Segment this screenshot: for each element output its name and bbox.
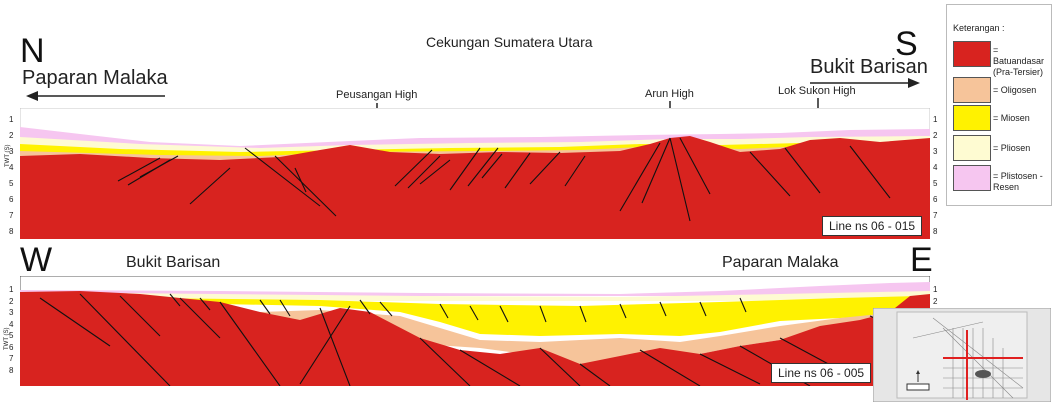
oligocene-swatch-icon	[953, 77, 991, 103]
diagram-title: Cekungan Sumatera Utara	[426, 34, 593, 50]
tick: 8	[933, 227, 938, 236]
tick: 3	[9, 308, 14, 317]
tick: 5	[9, 179, 14, 188]
tick: 2	[933, 296, 938, 306]
legend-label: = Plistosen - Resen	[993, 171, 1043, 192]
top-line-label: Line ns 06 - 015	[822, 216, 923, 236]
legend-item-miocene: = Miosen	[947, 105, 1051, 135]
basement-swatch-icon	[953, 41, 991, 67]
legend-item-pliocene: = Pliosen	[947, 135, 1051, 165]
right-direction-arrow-icon	[810, 78, 920, 88]
legend-label: = Batuandasar (Pra-Tersier)	[993, 45, 1045, 77]
peusangan-high-label: Peusangan High	[336, 89, 418, 101]
tick: 4	[933, 163, 938, 172]
bottom-basement-layer	[20, 291, 930, 386]
tick: 1	[933, 285, 938, 294]
location-map-inset	[873, 308, 1051, 402]
tick: 4	[9, 319, 14, 329]
bottom-pleistocene-layer	[20, 282, 930, 296]
south-label: S	[895, 25, 918, 63]
legend-item-oligocene: = Oligosen	[947, 77, 1051, 107]
top-basement-layer	[20, 136, 930, 239]
bottom-left-ticks: 1 2 3 4 5 6 7 8	[9, 284, 13, 376]
tick: 8	[9, 365, 14, 375]
pliocene-swatch-icon	[953, 135, 991, 161]
bottom-miocene-layer	[140, 296, 920, 336]
tick: 1	[933, 115, 938, 124]
legend-label: = Pliosen	[993, 143, 1031, 153]
tick: 6	[933, 195, 938, 204]
tick: 6	[9, 342, 14, 352]
top-right-ticks: 1 2 3 4 5 6 7 8	[933, 112, 937, 240]
legend: Keterangan : = Batuandasar (Pra-Tersier)…	[946, 4, 1052, 206]
tick: 7	[9, 354, 14, 363]
tick: 6	[9, 195, 14, 204]
tick: 3	[933, 147, 938, 156]
bottom-line-label: Line ns 06 - 005	[771, 363, 872, 383]
bottom-left-region: Bukit Barisan	[126, 254, 221, 271]
top-left-ticks: 1 2 3 4 5 6 7 8	[9, 112, 13, 240]
west-label: W	[20, 241, 53, 279]
bottom-oligocene-layer	[260, 310, 880, 366]
legend-label: = Oligosen	[993, 85, 1037, 95]
legend-title: Keterangan :	[953, 23, 1005, 33]
tick: 7	[9, 211, 14, 220]
tick: 2	[9, 131, 14, 140]
legend-item-basement: = Batuandasar (Pra-Tersier)	[947, 41, 1051, 77]
tick: 1	[9, 115, 14, 124]
tick: 2	[9, 296, 14, 306]
tick: 4	[9, 163, 14, 172]
tick: 1	[9, 285, 14, 294]
tick: 5	[933, 179, 938, 188]
legend-label: = Miosen	[993, 113, 1030, 123]
top-left-region: Paparan Malaka	[22, 67, 168, 89]
bottom-right-region: Paparan Malaka	[722, 254, 839, 271]
tick: 3	[9, 147, 14, 156]
east-label: E	[910, 241, 933, 279]
legend-item-pleistocene: = Plistosen - Resen	[947, 165, 1051, 195]
loksukon-high-label: Lok Sukon High	[778, 85, 856, 97]
top-fault-lines	[117, 137, 891, 222]
left-direction-arrow-icon	[26, 91, 165, 101]
tick: 8	[9, 227, 14, 236]
tick: 5	[9, 331, 14, 340]
north-label: N	[20, 32, 45, 70]
top-right-region: Bukit Barisan	[810, 56, 928, 78]
tick: 2	[933, 131, 938, 140]
pleistocene-swatch-icon	[953, 165, 991, 191]
tick: 7	[933, 211, 938, 220]
miocene-swatch-icon	[953, 105, 991, 131]
bottom-pliocene-layer	[20, 291, 930, 301]
top-cross-section	[20, 108, 930, 239]
arun-high-label: Arun High	[645, 88, 694, 100]
